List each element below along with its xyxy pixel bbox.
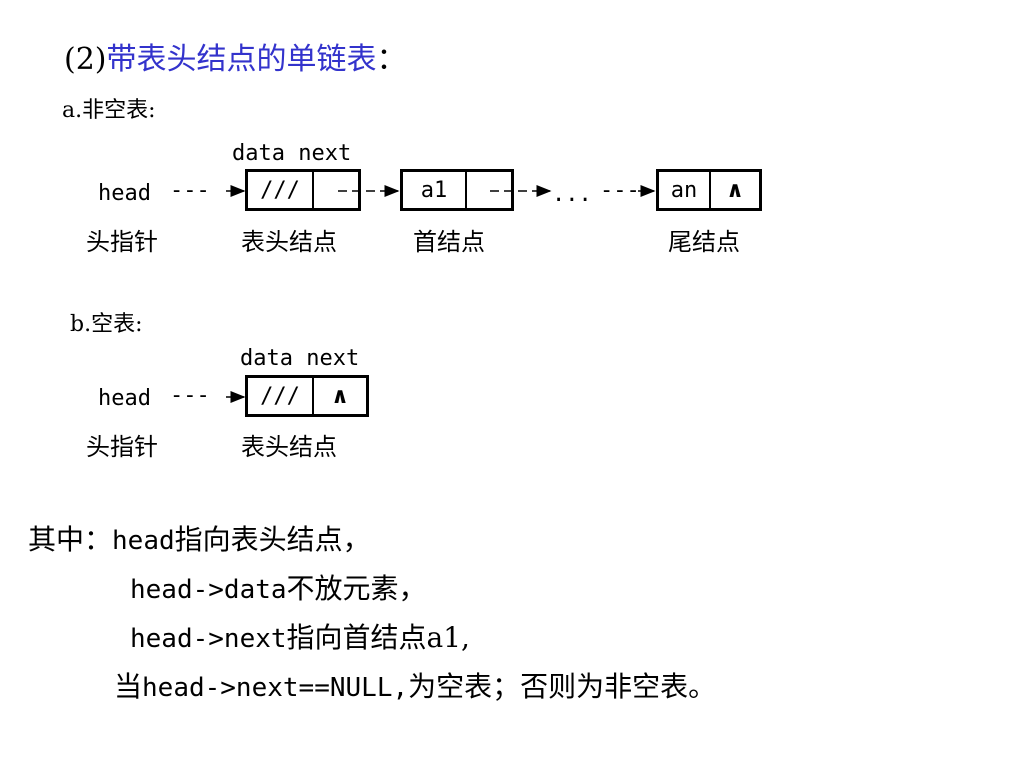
section-b-header-node-data: ///: [248, 378, 314, 414]
section-b-field-labels: data next: [240, 346, 360, 371]
section-a-head-dashes: ---: [170, 178, 210, 203]
section-a-first-node-data: a1: [403, 172, 467, 208]
section-a-head-label: head: [98, 181, 151, 206]
section-a-tail-node-data: an: [659, 172, 711, 208]
note-line-4-text: 为空表；否则为非空表。: [408, 670, 717, 703]
section-b-header-node: /// ∧: [245, 375, 369, 417]
section-a-first-caption: 首结点: [413, 228, 485, 256]
note-line-3-text: 指向首结点a1,: [286, 621, 470, 654]
note-line-1-text: 指向表头结点，: [174, 523, 371, 556]
note-line-2-text: 不放元素，: [286, 572, 427, 605]
section-b-head-caption: 头指针: [86, 433, 158, 461]
section-a-ellipsis: ...: [552, 182, 592, 207]
title-text: 带表头结点的单链表: [106, 42, 377, 77]
section-a-header-node-data: ///: [248, 172, 314, 208]
section-a-field-labels: data next: [232, 141, 352, 166]
section-a-head-caption: 头指针: [86, 228, 158, 256]
section-b-header-caption: 表头结点: [241, 433, 337, 461]
section-a-first-node: a1: [400, 169, 514, 211]
note-line-3: head->next指向首结点a1,: [130, 616, 470, 656]
note-line-1-prefix: 其中：: [28, 523, 113, 556]
note-line-1-code: head: [112, 526, 175, 556]
section-a-tail-node: an ∧: [656, 169, 762, 211]
section-a-header-caption: 表头结点: [241, 228, 337, 256]
section-b-heading: b.空表:: [70, 312, 143, 337]
section-b-head-label: head: [98, 386, 151, 411]
note-line-2-code: head->data: [130, 575, 287, 605]
section-a-tail-caption: 尾结点: [668, 228, 740, 256]
slide-title: (2)带表头结点的单链表：: [64, 34, 407, 78]
section-a-mid-dashes: ---: [600, 178, 640, 203]
section-a-tail-node-next: ∧: [726, 177, 744, 203]
note-line-1: 其中：head指向表头结点，: [28, 518, 371, 558]
note-line-4-code: head->next==NULL,: [142, 673, 409, 703]
note-line-2: head->data不放元素，: [130, 567, 427, 607]
section-b-head-dashes: ---: [170, 383, 210, 408]
title-suffix: ：: [376, 42, 407, 77]
section-a-header-node: ///: [245, 169, 361, 211]
section-a-heading: a.非空表:: [62, 98, 156, 123]
note-line-3-code: head->next: [130, 624, 287, 654]
section-b-header-node-next: ∧: [331, 383, 349, 409]
title-prefix: (2): [64, 42, 107, 77]
note-line-4: 当head->next==NULL,为空表；否则为非空表。: [114, 665, 716, 705]
note-line-4-pre: 当: [114, 670, 143, 703]
